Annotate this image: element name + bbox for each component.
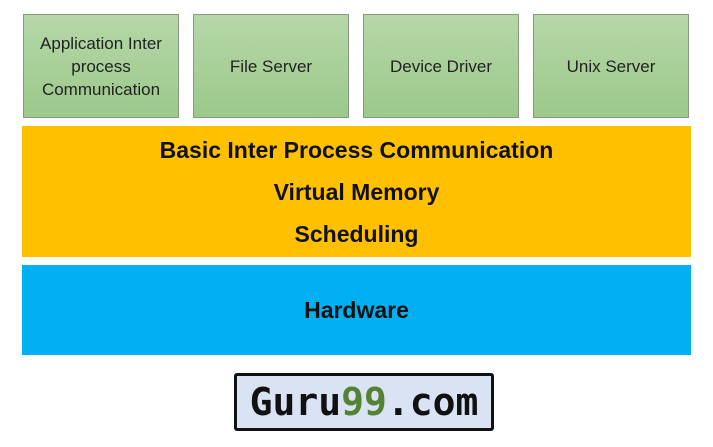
server-label: File Server [229, 56, 313, 76]
server-box-unix-server: Unix Server [533, 14, 689, 118]
server-box-file-server: File Server [193, 14, 349, 118]
server-label: Application Inter process Communication [40, 33, 162, 99]
hardware-label: Hardware [304, 296, 409, 323]
kernel-layer: Basic Inter Process Communication Virtua… [22, 126, 691, 257]
kernel-scheduling: Scheduling [294, 220, 419, 247]
server-box-ipc: Application Inter process Communication [23, 14, 179, 118]
server-box-device-driver: Device Driver [363, 14, 519, 118]
hardware-layer: Hardware [22, 265, 691, 355]
kernel-virtual-memory: Virtual Memory [273, 178, 440, 205]
logo-number: 99 [341, 380, 387, 424]
server-label: Unix Server [566, 56, 656, 76]
kernel-ipc: Basic Inter Process Communication [159, 136, 554, 163]
logo-text: Guru [249, 380, 342, 424]
server-label: Device Driver [389, 56, 493, 76]
logo-domain: .com [386, 380, 479, 424]
